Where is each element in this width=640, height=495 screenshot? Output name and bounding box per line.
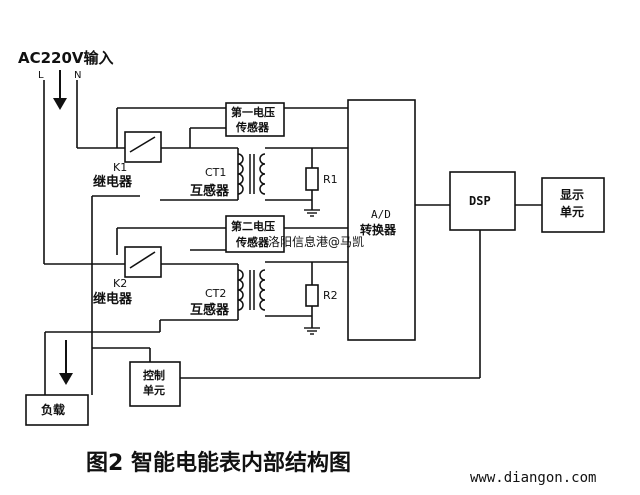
voltage-sensor-1 <box>225 102 285 137</box>
input-arrow <box>53 70 67 110</box>
ct2-id: CT2 <box>205 287 226 300</box>
dsp-box <box>449 171 516 231</box>
resistor-r2 <box>305 284 319 307</box>
sensor-2-line2: 传感器 <box>235 235 270 249</box>
display-unit-box <box>541 177 605 233</box>
ad-line2: 转换器 <box>360 222 397 237</box>
ground-1-icon <box>304 209 320 217</box>
figure-caption: 图2 智能电能表内部结构图 <box>86 450 351 476</box>
relay-k2-switch <box>124 246 162 278</box>
sensor-1-line2: 传感器 <box>235 120 270 134</box>
relay-k2-id: K2 <box>113 277 127 290</box>
line-n-label: N <box>74 70 81 81</box>
ct2-label: 互感器 <box>190 302 230 318</box>
load-arrow <box>59 340 73 385</box>
control-line1: 控制 <box>143 368 165 382</box>
ground-2-icon <box>304 327 320 335</box>
sensor-1-line1: 第一电压 <box>231 105 275 119</box>
control-line2: 单元 <box>143 383 165 397</box>
relay-k2-label: 继电器 <box>93 291 133 307</box>
site-watermark: www.diangon.com <box>470 470 596 486</box>
display-line1: 显示 <box>560 188 584 202</box>
load-label: 负载 <box>41 402 65 417</box>
sensor-2-line1: 第二电压 <box>231 219 275 233</box>
line-l-label: L <box>38 70 44 81</box>
load-box <box>25 394 89 426</box>
control-unit-box <box>129 361 181 407</box>
ct1-coil <box>237 153 266 195</box>
input-title: AC220V输入 <box>18 49 114 67</box>
dsp-label: DSP <box>469 194 491 208</box>
relay-k1-id: K1 <box>113 161 127 174</box>
ad-converter-box <box>347 99 416 341</box>
ct1-label: 互感器 <box>190 183 230 199</box>
watermark-text: 洛阳信息港@马凯 <box>268 234 364 249</box>
ct1-id: CT1 <box>205 166 226 179</box>
resistor-r2-label: R2 <box>323 289 338 302</box>
ad-line1: A/D <box>371 208 391 221</box>
relay-k1-label: 继电器 <box>93 174 133 190</box>
resistor-r1-label: R1 <box>323 173 338 186</box>
relay-k1-switch <box>124 131 162 163</box>
resistor-r1 <box>305 167 319 191</box>
voltage-sensor-2 <box>225 215 285 253</box>
display-line2: 单元 <box>560 204 584 219</box>
ct2-coil <box>237 269 266 311</box>
